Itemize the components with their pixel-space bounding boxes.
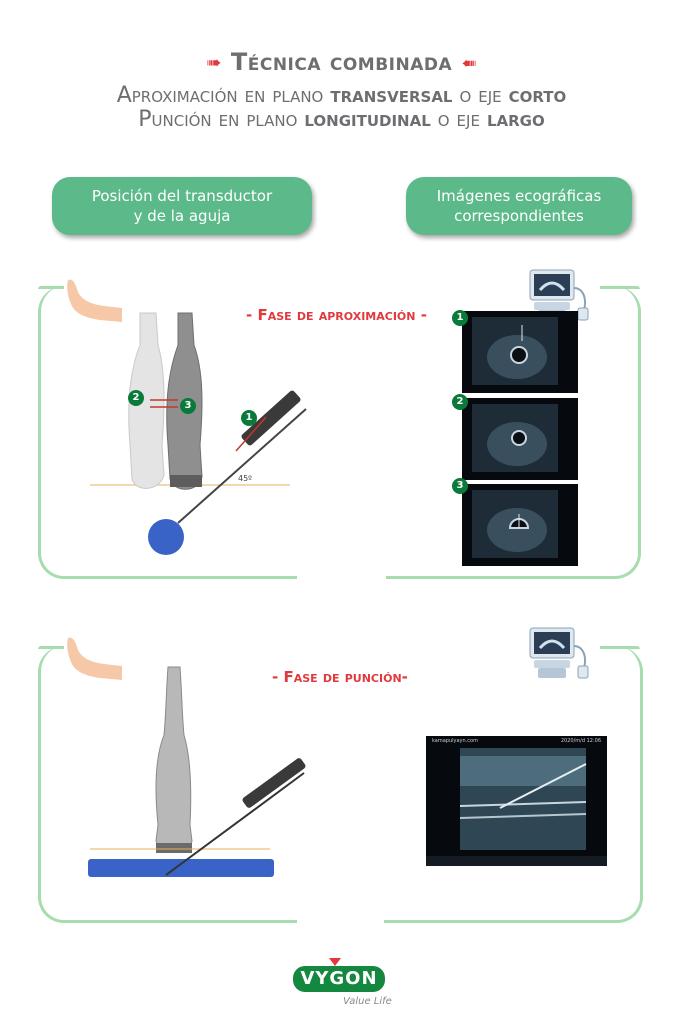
approach-illustration [90,312,307,555]
puncture-right-frame-top [600,646,640,649]
subtitle-line-2: Punción en plano longitudinal o eje larg… [0,108,683,132]
main-title: ➠ Técnica combinada ➠ [0,48,683,76]
pill-transducer-position: Posición del transductor y de la aguja [52,177,312,235]
subtitle-1d: corto [508,83,567,108]
puncture-illustration [88,666,306,877]
screen-date: 2020/m/d 12:06 [560,738,601,744]
image-marker-3: 3 [452,478,468,494]
subtitle-line-1: Aproximación en plano transversal o eje … [0,84,683,108]
image-marker-1: 1 [452,310,468,326]
pill-left-line2: y de la aguja [133,207,231,225]
approach-left-frame-topline [38,286,64,289]
pill-ultrasound-images: Imágenes ecográficas correspondientes [406,177,632,235]
ultrasound-image-1 [462,311,578,393]
subtitle-2b: longitudinal [304,107,431,132]
hand-icon [67,279,122,322]
approach-right-frame [386,286,641,579]
pill-right-line1: Imágenes ecográficas [436,187,602,205]
ultrasound-image-2 [462,398,578,480]
left-bracket-icon: ➠ [206,52,222,74]
ultrasound-machine-icon [529,627,589,679]
subtitle-2d: largo [486,107,545,132]
main-title-text: Técnica combinada [230,48,453,76]
puncture-phase-label: - Fase de punción- [272,668,408,686]
puncture-left-frame [38,646,297,923]
subtitle-2c: o eje [430,107,487,132]
pill-right-line2: correspondientes [454,207,584,225]
marker-1: 1 [241,410,257,426]
marker-2: 2 [128,390,144,406]
pill-left-line1: Posición del transductor [91,187,273,205]
approach-right-frame-top [600,286,640,289]
logo-mark-icon [329,958,341,966]
subtitle-1b: transversal [330,83,453,108]
puncture-right-frame [384,646,643,923]
marker-3: 3 [180,398,196,414]
logo-wordmark: VYGON [293,966,385,992]
puncture-ultrasound-screen: kamapulyayn.com 2020/m/d 12:06 [426,736,607,866]
approach-left-frame [38,286,297,579]
image-marker-2: 2 [452,394,468,410]
hand-icon [67,637,122,680]
ultrasound-image-3 [462,484,578,566]
angle-label: 45º [238,474,252,483]
subtitle-1a: Aproximación en plano [116,83,331,108]
subtitle-2a: Punción en plano [138,107,305,132]
logo-tagline: Value Life [343,996,392,1007]
puncture-left-frame-topline [38,646,64,649]
vygon-logo: VYGON Value Life [287,958,397,1014]
right-bracket-icon: ➠ [461,52,477,74]
screen-header: kamapulyayn.com [432,738,478,744]
subtitle-1c: o eje [452,83,509,108]
approach-phase-label: - Fase de aproximación - [246,306,427,324]
